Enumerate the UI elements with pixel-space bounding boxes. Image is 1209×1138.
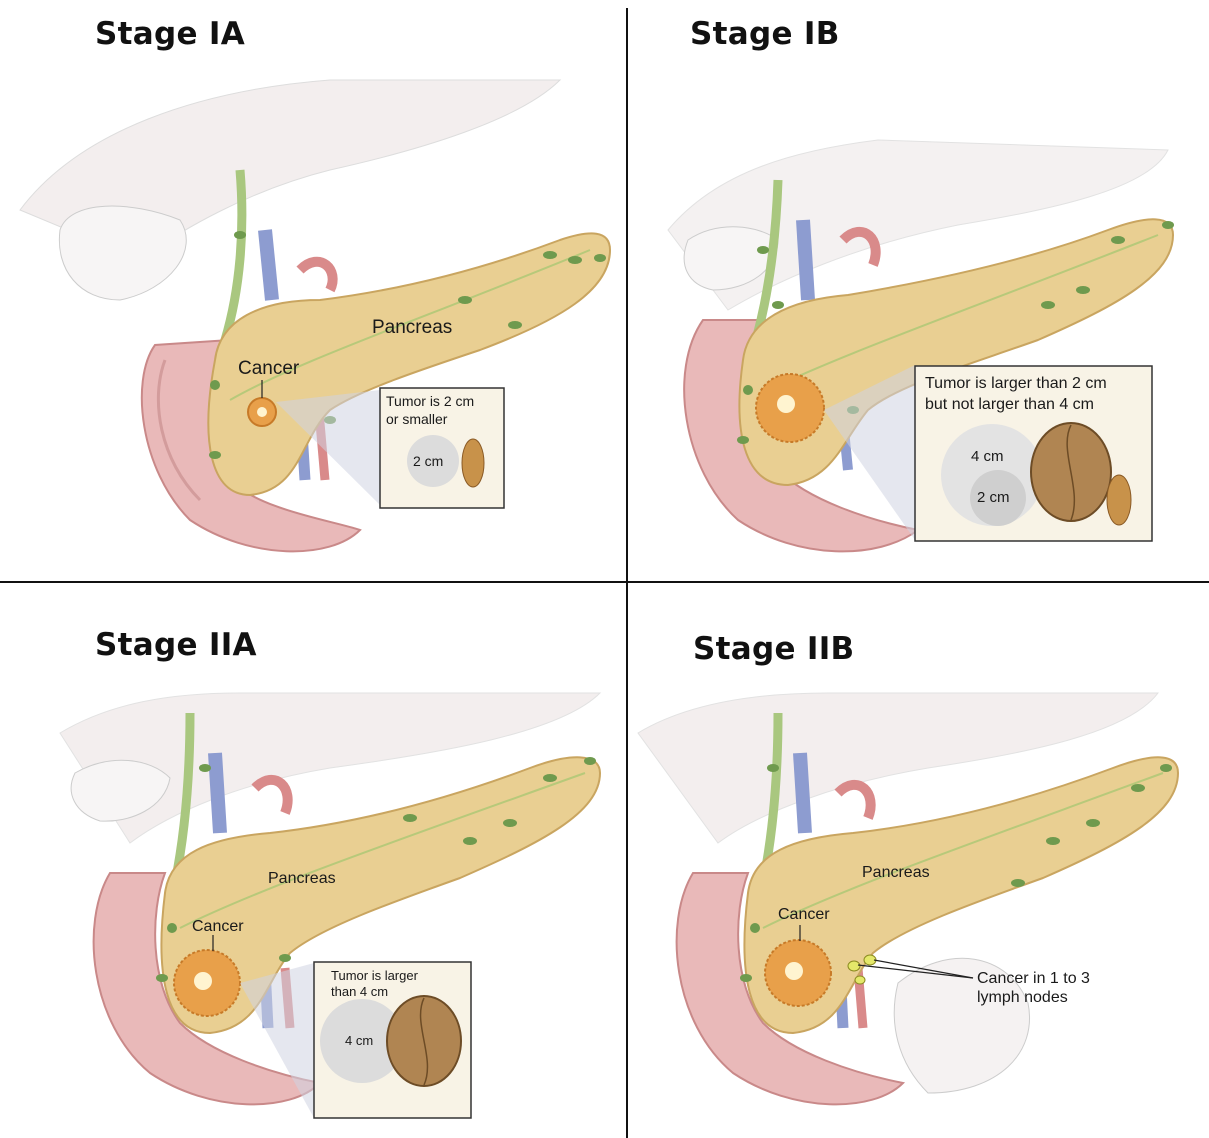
size-label-4cm: 4 cm xyxy=(971,448,1004,465)
inset-text-line1: Tumor is 2 cm xyxy=(386,393,474,409)
lymph-label-line1: Cancer in 1 to 3 xyxy=(977,970,1090,987)
pancreas-illustration: Tumor is larger than 2 cm but not larger… xyxy=(628,0,1209,581)
inset-text-line2: than 4 cm xyxy=(331,984,388,999)
cancer-label: Cancer xyxy=(778,906,830,923)
organ-label: Pancreas xyxy=(862,864,930,881)
organ-label: Pancreas xyxy=(372,317,452,338)
cancer-label: Cancer xyxy=(238,358,300,379)
size-label-2cm: 2 cm xyxy=(977,489,1010,506)
size-label-2cm: 2 cm xyxy=(413,453,443,469)
pancreas-illustration: Pancreas Cancer Cancer in 1 to 3 lymph n… xyxy=(628,583,1209,1138)
inset-text-line1: Tumor is larger than 2 cm xyxy=(925,375,1107,392)
size-label-4cm: 4 cm xyxy=(345,1033,373,1048)
inset-box: Tumor is larger than 4 cm 4 cm xyxy=(314,962,471,1118)
lymph-label-line2: lymph nodes xyxy=(977,989,1068,1006)
tumor xyxy=(756,374,824,442)
peanut-icon xyxy=(1107,475,1131,525)
inset-text-line2: or smaller xyxy=(386,411,448,427)
inset-text-line1: Tumor is larger xyxy=(331,968,419,983)
pancreas-illustration: Pancreas Cancer Tumor is 2 cm or smaller… xyxy=(0,0,626,581)
inset-text-line2: but not larger than 4 cm xyxy=(925,396,1094,413)
pancreas-illustration: Pancreas Cancer Tumor is larger than 4 c… xyxy=(0,583,626,1138)
peanut-icon xyxy=(462,439,484,487)
inset-box: Tumor is larger than 2 cm but not larger… xyxy=(915,366,1152,541)
panel-stage-ib: Stage IB Tumor i xyxy=(628,0,1209,581)
organ-label: Pancreas xyxy=(268,870,336,887)
panel-stage-ia: Stage IA Pancr xyxy=(0,0,626,581)
panel-stage-iia: Stage IIA Pancreas xyxy=(0,583,626,1138)
panel-stage-iib: Stage IIB xyxy=(628,583,1209,1138)
cancer-label: Cancer xyxy=(192,918,244,935)
inset-box: Tumor is 2 cm or smaller 2 cm xyxy=(380,388,504,508)
